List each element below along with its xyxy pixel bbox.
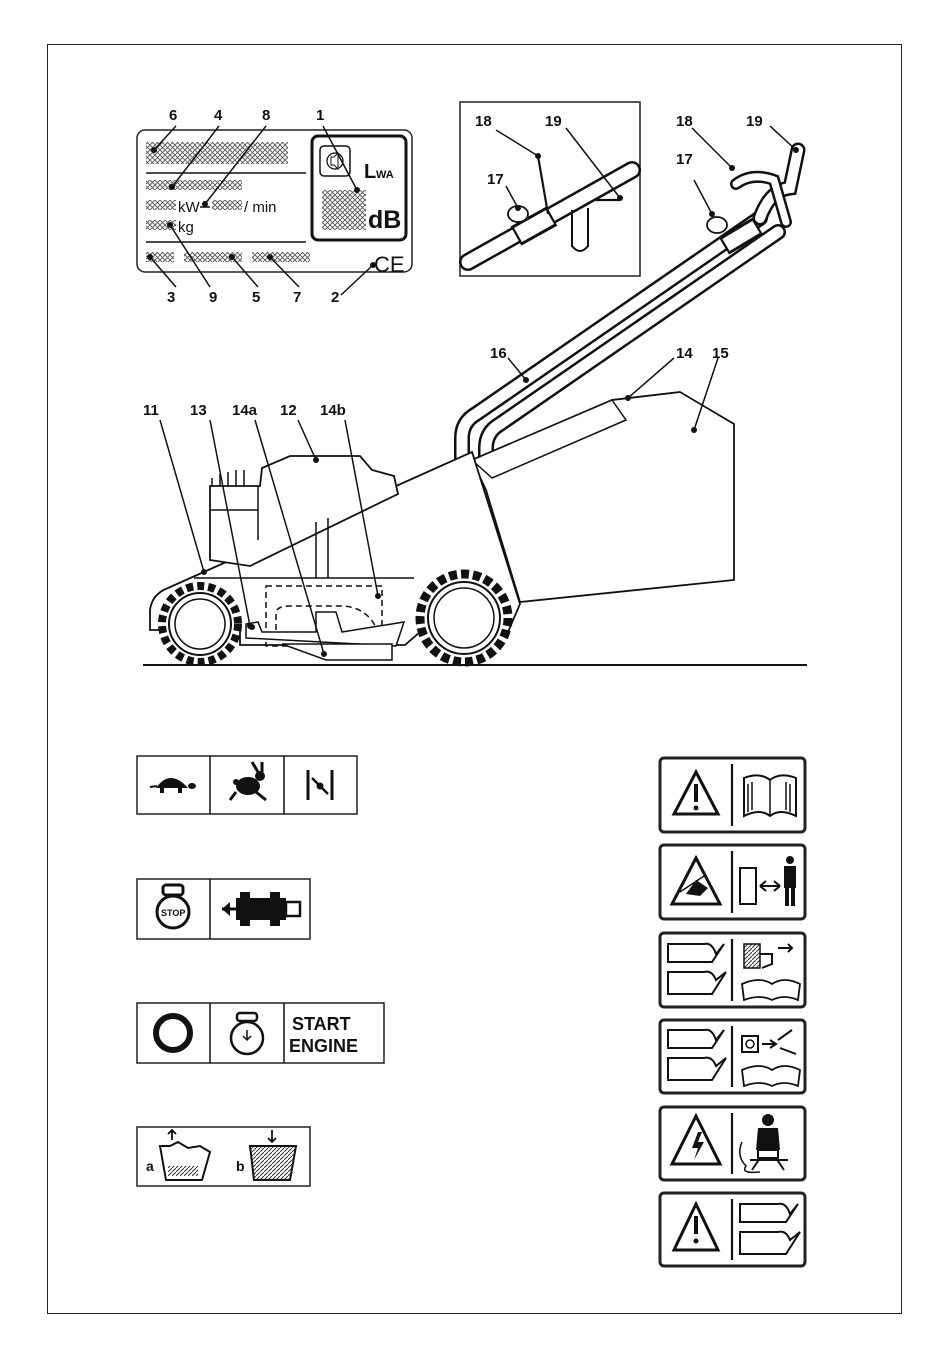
- callout-17: 17: [676, 151, 693, 168]
- blade-electric-plug-icon: [660, 1020, 805, 1093]
- speed-symbol-row: [137, 756, 357, 814]
- db-label: dB: [368, 206, 401, 234]
- foot-hand-hazard-icon: [660, 1193, 805, 1266]
- start-symbol-row: START ENGINE: [137, 1003, 384, 1063]
- rating-plate: kW / min kg L WA dB CE 6 4 8: [137, 107, 412, 306]
- callout-18: 18: [676, 113, 693, 130]
- callout-5: 5: [252, 289, 260, 306]
- svg-text:STOP: STOP: [161, 908, 185, 918]
- callout-15: 15: [712, 345, 729, 362]
- callout-3: 3: [167, 289, 175, 306]
- per-minute-unit: / min: [244, 199, 277, 216]
- detail-callout-19: 19: [545, 113, 562, 130]
- kg-unit: kg: [178, 219, 194, 236]
- blade-spark-plug-icon: [660, 933, 805, 1007]
- callout-7: 7: [293, 289, 301, 306]
- callout-14b: 14b: [320, 402, 346, 419]
- callout-8: 8: [262, 107, 270, 124]
- callout-1: 1: [316, 107, 324, 124]
- bystander-distance-icon: [660, 845, 805, 919]
- kw-unit: kW: [178, 199, 201, 216]
- detail-callout-18: 18: [475, 113, 492, 130]
- callout-14: 14: [676, 345, 693, 362]
- warning-labels: [660, 758, 805, 1266]
- front-wheel: [162, 586, 238, 662]
- callout-2: 2: [331, 289, 339, 306]
- callout-13: 13: [190, 402, 207, 419]
- callout-11: 11: [143, 402, 159, 419]
- label-b: b: [236, 1158, 245, 1174]
- callout-16: 16: [490, 345, 507, 362]
- callout-12: 12: [280, 402, 297, 419]
- callout-19: 19: [746, 113, 763, 130]
- label-a: a: [146, 1158, 154, 1174]
- callout-4: 4: [214, 107, 223, 124]
- ce-mark: CE: [374, 252, 405, 277]
- callout-9: 9: [209, 289, 217, 306]
- callout-6: 6: [169, 107, 177, 124]
- stop-symbol-row: STOP: [137, 879, 310, 939]
- lwa-label: L: [364, 161, 376, 183]
- warning-manual-icon: [660, 758, 805, 832]
- mulch-symbol-row: a b: [137, 1127, 310, 1186]
- lwa-subscript: WA: [376, 169, 394, 181]
- electric-shock-icon: [660, 1107, 805, 1180]
- handle-detail-inset: 18 19 17: [460, 102, 640, 276]
- engine-text: ENGINE: [289, 1036, 358, 1056]
- stop-icon: STOP: [157, 885, 189, 928]
- start-text: START: [292, 1014, 351, 1034]
- callout-14a: 14a: [232, 402, 258, 419]
- rear-wheel: [420, 574, 508, 662]
- detail-callout-17: 17: [487, 171, 504, 188]
